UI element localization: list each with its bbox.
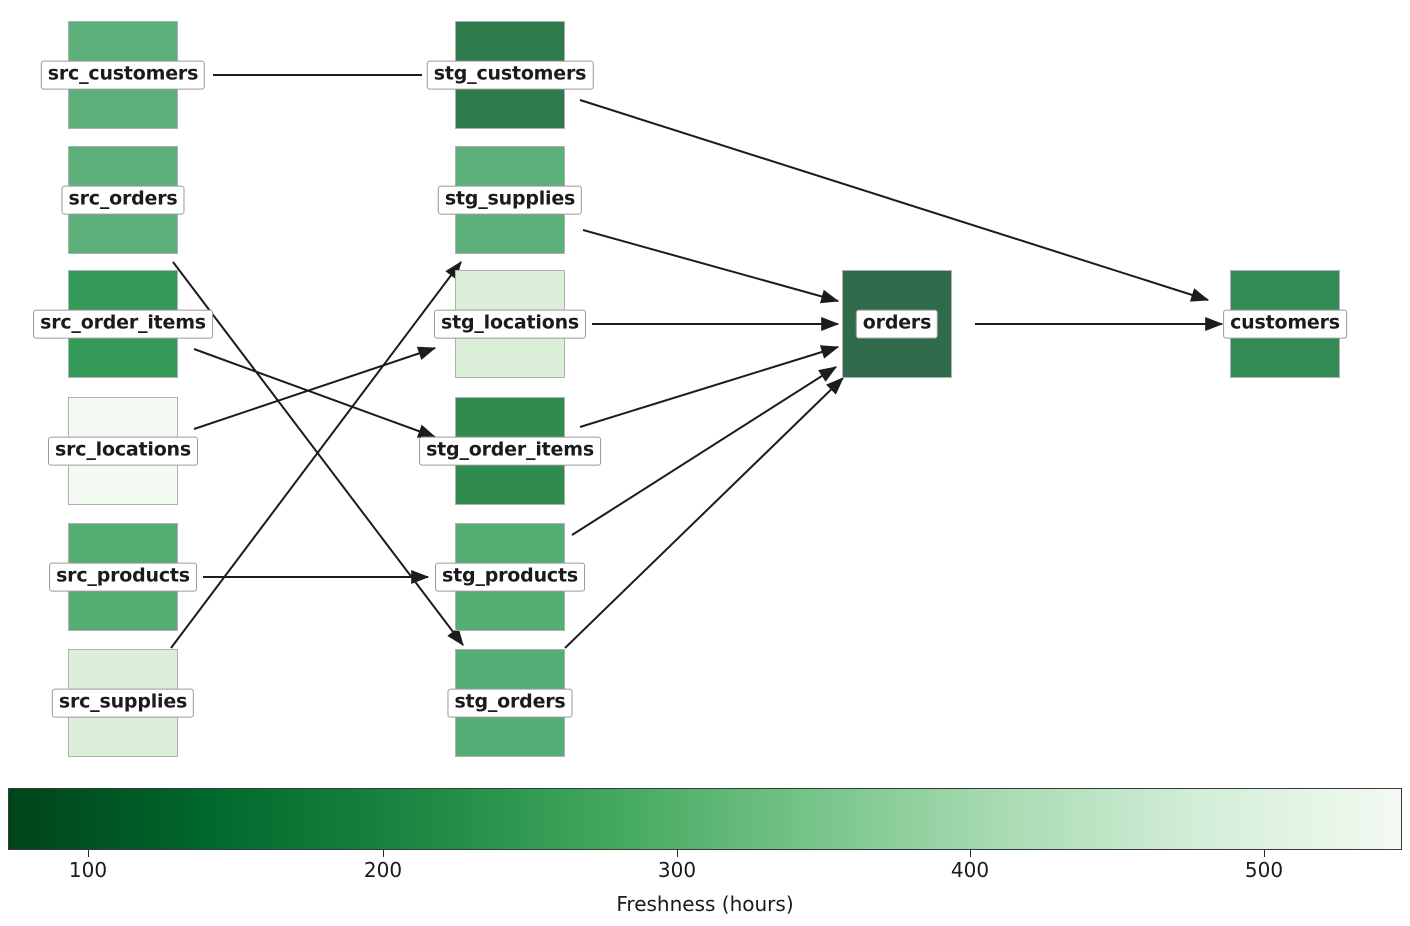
edge-stg_supplies-to-orders — [582, 229, 840, 304]
node-label-stg_customers[interactable]: stg_customers — [426, 60, 594, 90]
colorbar-tick — [677, 850, 678, 857]
edge-stg_order_items-to-orders — [579, 345, 840, 428]
node-label-src_customers[interactable]: src_customers — [40, 60, 206, 90]
node-label-stg_supplies[interactable]: stg_supplies — [437, 185, 583, 215]
edge-layer — [170, 74, 1224, 649]
colorbar-tick-label: 100 — [68, 858, 108, 882]
edge-stg_products-to-orders — [571, 366, 838, 536]
colorbar-gradient — [8, 788, 1402, 850]
node-label-stg_products[interactable]: stg_products — [435, 562, 585, 592]
node-label-src_orders[interactable]: src_orders — [61, 185, 185, 215]
node-label-src_locations[interactable]: src_locations — [48, 436, 198, 466]
colorbar-tick-label: 400 — [950, 858, 990, 882]
node-label-customers[interactable]: customers — [1223, 309, 1347, 339]
colorbar-tick-label: 200 — [363, 858, 403, 882]
node-label-src_order_items[interactable]: src_order_items — [33, 309, 213, 339]
node-label-stg_locations[interactable]: stg_locations — [433, 309, 587, 339]
colorbar-tick — [1264, 850, 1265, 857]
colorbar-axis-label: Freshness (hours) — [616, 892, 794, 916]
colorbar-tick-label: 300 — [657, 858, 697, 882]
node-label-stg_order_items[interactable]: stg_order_items — [419, 436, 601, 466]
node-label-stg_orders[interactable]: stg_orders — [447, 688, 573, 718]
colorbar: 100 200 300 400 500 Freshness (hours) — [0, 780, 1410, 926]
colorbar-tick-label: 500 — [1244, 858, 1284, 882]
edge-stg_orders-to-orders — [564, 377, 844, 649]
edge-src_locations-to-stg_locations — [193, 346, 437, 430]
colorbar-tick — [88, 850, 89, 857]
edge-src_supplies-to-stg_supplies — [170, 261, 462, 649]
node-label-src_supplies[interactable]: src_supplies — [51, 688, 195, 718]
edge-src_order_items-to-stg_order_items — [193, 348, 437, 438]
colorbar-tick — [383, 850, 384, 857]
node-label-orders[interactable]: orders — [855, 309, 939, 339]
node-label-src_products[interactable]: src_products — [49, 562, 197, 592]
colorbar-tick — [970, 850, 971, 857]
